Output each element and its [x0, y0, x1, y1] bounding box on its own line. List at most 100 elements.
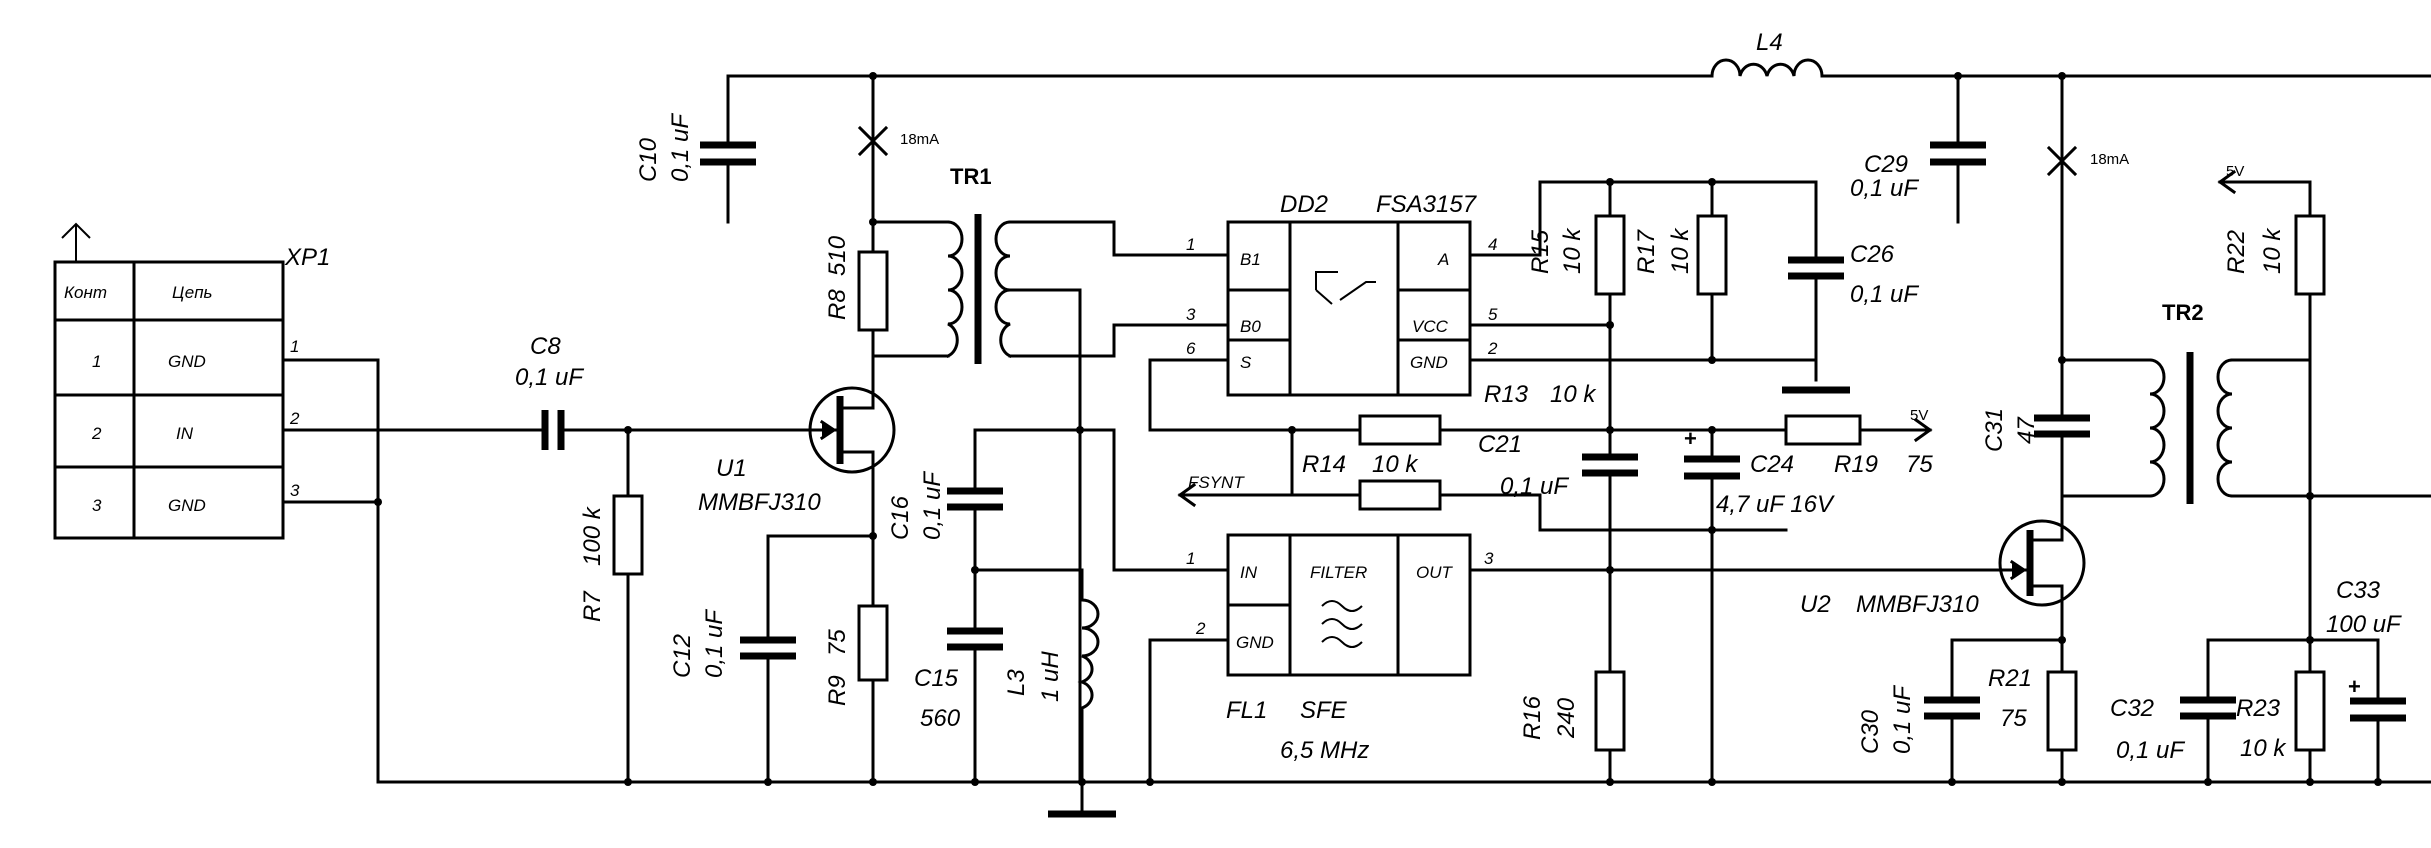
r7-value: 100 k	[579, 505, 606, 566]
l4-ref: L4	[1756, 29, 1783, 56]
fl1-pinnum-3: 3	[1484, 549, 1494, 568]
resistor-r15: R15 10 k	[1527, 214, 1626, 296]
resistor-r7: R7 100 k	[579, 494, 644, 622]
capacitor-c30: C30 0,1 uF	[1857, 685, 1980, 754]
dd2-part: FSA3157	[1376, 191, 1478, 218]
r9-value: 75	[824, 629, 851, 656]
filter-fl1: FILTER IN GND OUT 1 2 3 FL1 SFE 6,5 MHz	[1186, 533, 1494, 764]
c8-ref: C8	[530, 333, 561, 360]
c10-ref: C10	[635, 137, 662, 182]
filter-wave-icon	[1321, 600, 1363, 648]
v5-label-a: 5V	[1910, 407, 1928, 424]
xp1-row2-net: IN	[176, 424, 194, 443]
tr1-ref: TR1	[950, 164, 992, 189]
r19-ref: R19	[1834, 451, 1878, 478]
u1-value: MMBFJ310	[698, 489, 821, 516]
xp1-ref: XP1	[284, 244, 330, 271]
transistor-u1: U1 MMBFJ310	[698, 386, 896, 516]
fl1-pin-out: OUT	[1416, 563, 1454, 582]
r15-value: 10 k	[1559, 227, 1586, 274]
r13-value: 10 k	[1550, 381, 1597, 408]
c16-value: 0,1 uF	[919, 471, 946, 540]
r23-value: 10 k	[2240, 735, 2287, 762]
capacitor-c24: + C24 4,7 uF 16V	[1684, 426, 1835, 518]
c29-value: 0,1 uF	[1850, 175, 1919, 202]
c32-value: 0,1 uF	[2116, 737, 2185, 764]
current-label-2: 18mA	[2090, 151, 2129, 168]
resistor-r14: R14 10 k	[1302, 451, 1442, 511]
r21-value: 75	[2000, 705, 2027, 732]
dd2-pinnum-5: 5	[1488, 305, 1498, 324]
c30-value: 0,1 uF	[1889, 685, 1916, 754]
fl1-ref: FL1	[1226, 697, 1267, 724]
xp1-row2-num: 2	[91, 424, 102, 443]
r13-ref: R13	[1484, 381, 1529, 408]
r16-ref: R16	[1519, 695, 1546, 740]
xp1-row1-net: GND	[168, 352, 206, 371]
ic-dd2: DD2 FSA3157 B1 B0 S A VCC GND 1 3 6 4 5 …	[1186, 191, 1498, 397]
dd2-ref: DD2	[1280, 191, 1328, 218]
fl1-pinnum-2: 2	[1195, 619, 1206, 638]
r8-value: 510	[824, 235, 851, 276]
resistor-r8: R8 510	[824, 235, 889, 332]
r22-ref: R22	[2223, 230, 2250, 274]
r15-ref: R15	[1527, 229, 1554, 274]
resistor-r22: R22 10 k	[2223, 214, 2326, 296]
fl1-pin-gnd: GND	[1236, 633, 1274, 652]
dd2-pin-a: A	[1437, 250, 1449, 269]
dd2-pinnum-4: 4	[1488, 235, 1497, 254]
capacitor-c12: C12 0,1 uF	[669, 609, 796, 678]
dd2-pin-b1: B1	[1240, 250, 1261, 269]
c32-ref: C32	[2110, 695, 2154, 722]
c33-ref: C33	[2336, 577, 2381, 604]
r14-value: 10 k	[1372, 451, 1419, 478]
resistor-r23: R23 10 k	[2236, 670, 2326, 762]
c26-value: 0,1 uF	[1850, 281, 1919, 308]
capacitor-c21: C21 0,1 uF	[1478, 431, 1638, 500]
fsynt-label: FSYNT	[1188, 473, 1245, 492]
xp1-pin3: 3	[290, 481, 300, 500]
r17-ref: R17	[1633, 228, 1660, 274]
transformer-tr2: TR2	[2148, 300, 2234, 504]
transformer-tr1: TR1	[946, 164, 1012, 364]
c33-value: 100 uF	[2326, 611, 2402, 638]
c16-ref: C16	[887, 495, 914, 540]
xp1-header-contact: Конт	[64, 283, 107, 302]
c24-value: 4,7 uF 16V	[1716, 491, 1835, 518]
capacitor-c33: + C33 100 uF	[2326, 577, 2406, 722]
fl1-pinnum-1: 1	[1186, 549, 1195, 568]
c12-ref: C12	[669, 634, 696, 678]
wires	[281, 74, 2431, 818]
xp1-row3-num: 3	[92, 496, 102, 515]
c33-plus: +	[2348, 674, 2361, 699]
c12-value: 0,1 uF	[701, 609, 728, 678]
capacitor-c15: C15 560	[914, 627, 1003, 732]
connector-xp1: Конт Цепь 1 GND 2 IN 3 GND XP1 1 2 3	[53, 222, 330, 540]
c30-ref: C30	[1857, 709, 1884, 754]
fl1-label-filter: FILTER	[1310, 563, 1367, 582]
r22-value: 10 k	[2259, 227, 2286, 274]
capacitor-c16: C16 0,1 uF	[887, 471, 1003, 540]
net-fsynt: FSYNT	[1177, 473, 1245, 508]
c10-value: 0,1 uF	[667, 113, 694, 182]
dd2-pin-vcc: VCC	[1412, 317, 1449, 336]
r17-value: 10 k	[1667, 227, 1694, 274]
c24-plus: +	[1684, 426, 1697, 451]
c8-value: 0,1 uF	[515, 364, 584, 391]
tr2-ref: TR2	[2162, 300, 2204, 325]
c21-value: 0,1 uF	[1500, 473, 1569, 500]
dd2-pinnum-1: 1	[1186, 235, 1195, 254]
l3-ref: L3	[1003, 669, 1030, 696]
xp1-row1-num: 1	[92, 352, 101, 371]
resistor-r9: R9 75	[824, 604, 889, 706]
dd2-pin-s: S	[1240, 353, 1252, 372]
fl1-freq: 6,5 MHz	[1280, 737, 1369, 764]
dd2-pinnum-3: 3	[1186, 305, 1196, 324]
current-marker-2: 18mA	[2046, 145, 2129, 177]
capacitor-c26: C26 0,1 uF	[1788, 241, 1919, 308]
v5-label-b: 5V	[2226, 163, 2244, 180]
resistor-r19: R19 75	[1784, 414, 1933, 478]
c24-ref: C24	[1750, 451, 1794, 478]
r19-value: 75	[1906, 451, 1933, 478]
